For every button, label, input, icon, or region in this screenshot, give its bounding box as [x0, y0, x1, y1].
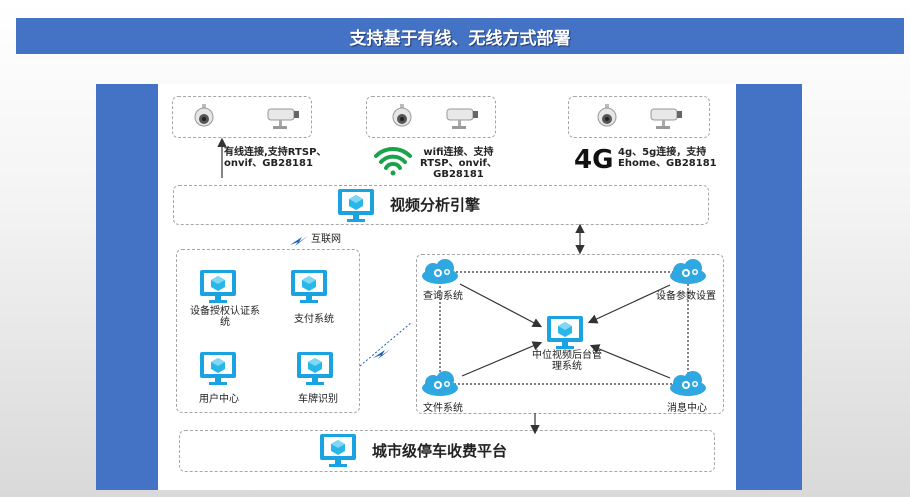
- cellular-camera-group: [568, 96, 710, 138]
- query-system-label: 查询系统: [423, 291, 463, 302]
- device-params-label: 设备参数设置: [656, 291, 716, 302]
- file-system-label: 文件系统: [423, 403, 463, 414]
- wired-camera-group: [172, 96, 312, 138]
- center-management-label: 中位视频后台管 理系统: [532, 350, 602, 372]
- cellular-camera-text: 4g、5g连接，支持 Ehome、GB28181: [618, 147, 717, 169]
- page-banner: 支持基于有线、无线方式部署: [16, 18, 904, 54]
- user-center-label: 用户中心: [199, 394, 239, 405]
- systems-box: [176, 249, 360, 413]
- cellular-4g-icon: 4G: [574, 146, 613, 174]
- engine-label: 视频分析引擎: [390, 196, 481, 214]
- internet-label: 互联网: [311, 234, 341, 245]
- cellular-badge-text: 4G: [574, 145, 614, 175]
- wifi-camera-text: wifi连接、支持 RTSP、onvif、 GB28181: [420, 147, 497, 180]
- payment-system-label: 支付系统: [294, 314, 334, 325]
- backend-box: [416, 254, 724, 414]
- auth-system-label: 设备授权认证系 统: [190, 306, 260, 328]
- platform-box: [179, 430, 715, 472]
- wired-camera-text: 有线连接,支持RTSP、 onvif、GB28181: [224, 147, 327, 169]
- banner-title: 支持基于有线、无线方式部署: [349, 28, 571, 49]
- platform-label: 城市级停车收费平台: [372, 442, 508, 460]
- engine-box: [173, 185, 709, 225]
- wifi-camera-group: [366, 96, 496, 138]
- message-center-label: 消息中心: [667, 403, 707, 414]
- plate-recognition-label: 车牌识别: [298, 394, 338, 405]
